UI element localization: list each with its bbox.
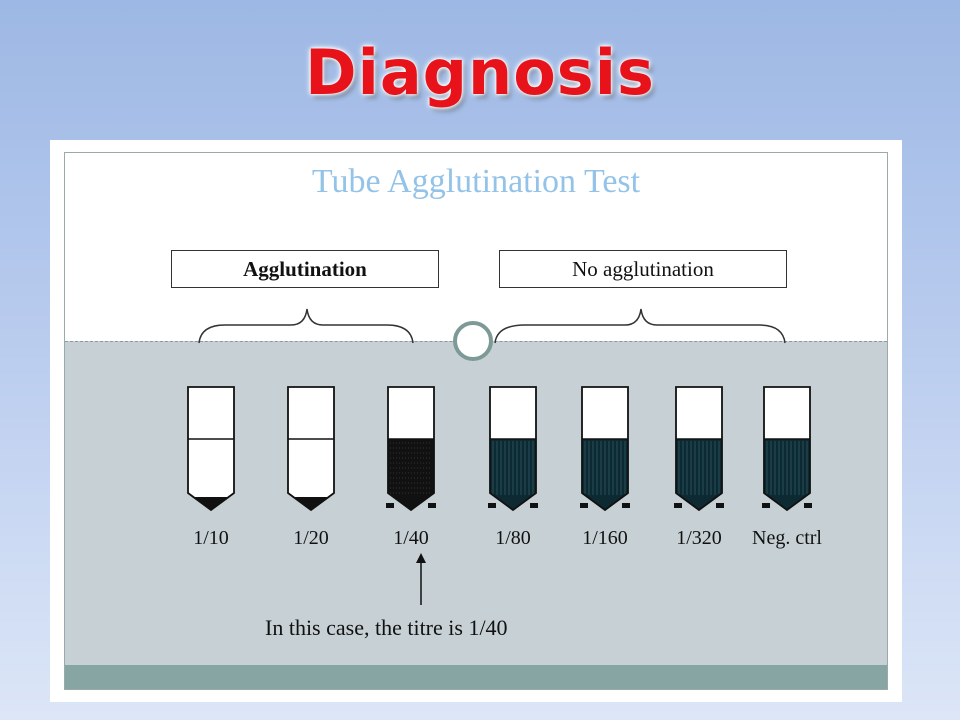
result-note: In this case, the titre is 1/40 [265,615,508,640]
group-braces [198,308,786,344]
diagram-title: Tube Agglutination Test [311,163,641,200]
slide-title: Diagnosis [305,36,655,109]
dilution-label: 1/20 [293,527,329,549]
no-agglutination-label: No agglutination [499,250,787,288]
diagram-frame: Tube Agglutination Test Agglutination No… [64,152,888,690]
dilution-label: 1/40 [393,527,429,549]
tube [386,386,436,512]
dilution-label: 1/320 [676,527,722,549]
tube [488,386,538,512]
tube [674,386,724,512]
tube [580,386,630,512]
dilution-label: 1/80 [495,527,531,549]
dilution-label: 1/160 [582,527,628,549]
decorative-ring [453,321,493,361]
dilution-label: Neg. ctrl [752,527,822,549]
tube [287,386,335,512]
no-agglutination-brace [494,308,786,344]
agglutination-brace [198,308,414,344]
agglutination-label: Agglutination [171,250,439,288]
tube [187,386,235,512]
titre-arrow [416,553,426,605]
tube [762,386,812,512]
diagram-panel: Tube Agglutination Test Agglutination No… [50,140,902,702]
bottom-strip [65,665,887,689]
dilution-label: 1/10 [193,527,229,549]
